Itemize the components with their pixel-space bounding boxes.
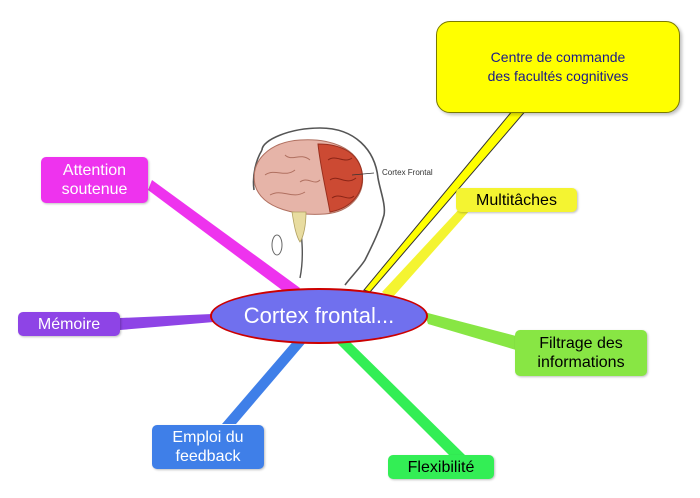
branch-multitaches — [382, 206, 470, 298]
node-filtrage-line2: informations — [537, 354, 625, 371]
node-memoire[interactable]: Mémoire — [18, 312, 120, 336]
brain-label: Cortex Frontal — [382, 168, 433, 178]
central-node[interactable]: Cortex frontal... — [210, 288, 428, 344]
node-emploi-du-feedback[interactable]: Emploi du feedback — [152, 425, 264, 469]
node-memoire-label: Mémoire — [37, 315, 101, 333]
central-node-label: Cortex frontal... — [243, 303, 395, 328]
node-emploi-line2: feedback — [175, 448, 241, 465]
node-multitaches-label: Multitâches — [476, 191, 557, 209]
brain-label-line2: Frontal — [407, 168, 433, 177]
callout-line2: des facultés cognitives — [487, 68, 629, 84]
node-filtrage-des-informations[interactable]: Filtrage des informations — [515, 330, 647, 376]
node-attention-soutenue[interactable]: Attention soutenue — [41, 157, 148, 203]
node-attention-line1: Attention — [62, 162, 127, 179]
node-flexibilite-label: Flexibilité — [407, 458, 475, 476]
node-filtrage-line1: Filtrage des — [539, 335, 623, 352]
branch-emploi — [222, 338, 306, 424]
branch-flexibilite — [334, 338, 466, 458]
brain-illustration — [253, 139, 375, 243]
node-emploi-line1: Emploi du — [172, 429, 244, 446]
node-flexibilite[interactable]: Flexibilité — [388, 455, 494, 479]
callout-node[interactable]: Centre de commande des facultés cognitiv… — [436, 21, 680, 113]
branch-attention — [148, 180, 300, 296]
branch-memoire — [120, 314, 214, 330]
node-multitaches[interactable]: Multitâches — [456, 188, 577, 212]
branch-filtrage — [424, 312, 516, 350]
node-attention-line2: soutenue — [61, 181, 128, 198]
brain-label-line1: Cortex — [382, 168, 406, 177]
callout-line1: Centre de commande — [490, 49, 626, 65]
